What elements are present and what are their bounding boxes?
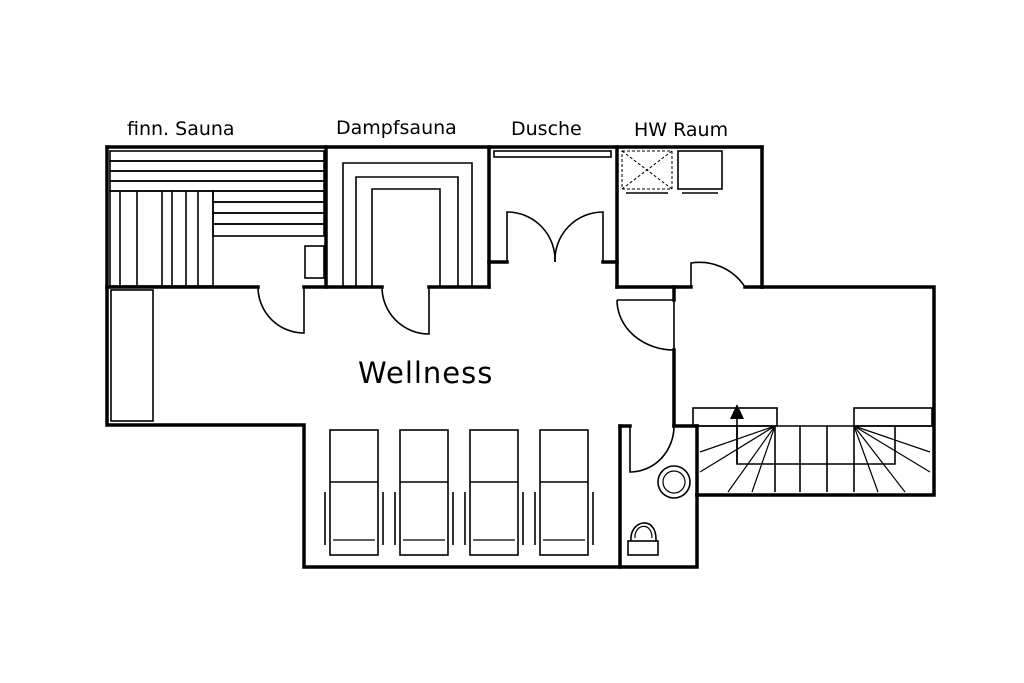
washer [621,150,673,190]
room-label-dusche: Dusche [511,118,582,140]
outer-walls [105,145,936,569]
utility-room-appliances [621,150,746,288]
lounge-chair [464,429,524,556]
lounge-chair [534,429,594,556]
stairs-direction-arrow-icon [730,404,744,419]
interior-walls [105,145,764,569]
staircase [692,404,933,493]
sink [657,465,691,499]
hall-door-swing [616,299,675,351]
shower [493,150,612,263]
wc-door-swing [629,425,675,473]
toilet-bowl [630,522,657,542]
dryer [677,150,723,190]
room-label-hw-raum: HW Raum [634,119,728,141]
room-label-dampfsauna: Dampfsauna [336,117,457,139]
sauna-door-swing [257,286,305,334]
room-label-finn-sauna: finn. Sauna [127,118,235,140]
room-label-wellness: Wellness [358,356,493,390]
sauna-stove [304,245,325,279]
wellness-bench [110,289,154,422]
wc-fixtures [627,465,691,556]
lounge-chairs [324,429,594,556]
shower-door-right [554,211,604,263]
sauna-benches [109,150,325,422]
steam-sauna-seats [342,162,473,287]
shower-rail [493,150,612,158]
shower-door-left [506,211,556,263]
lounge-chair [324,429,384,556]
toilet-tank [627,540,659,556]
lounge-chair [394,429,454,556]
door-swings [257,286,675,473]
steam-door-swing [381,286,430,335]
utility-door-swing [690,261,746,288]
